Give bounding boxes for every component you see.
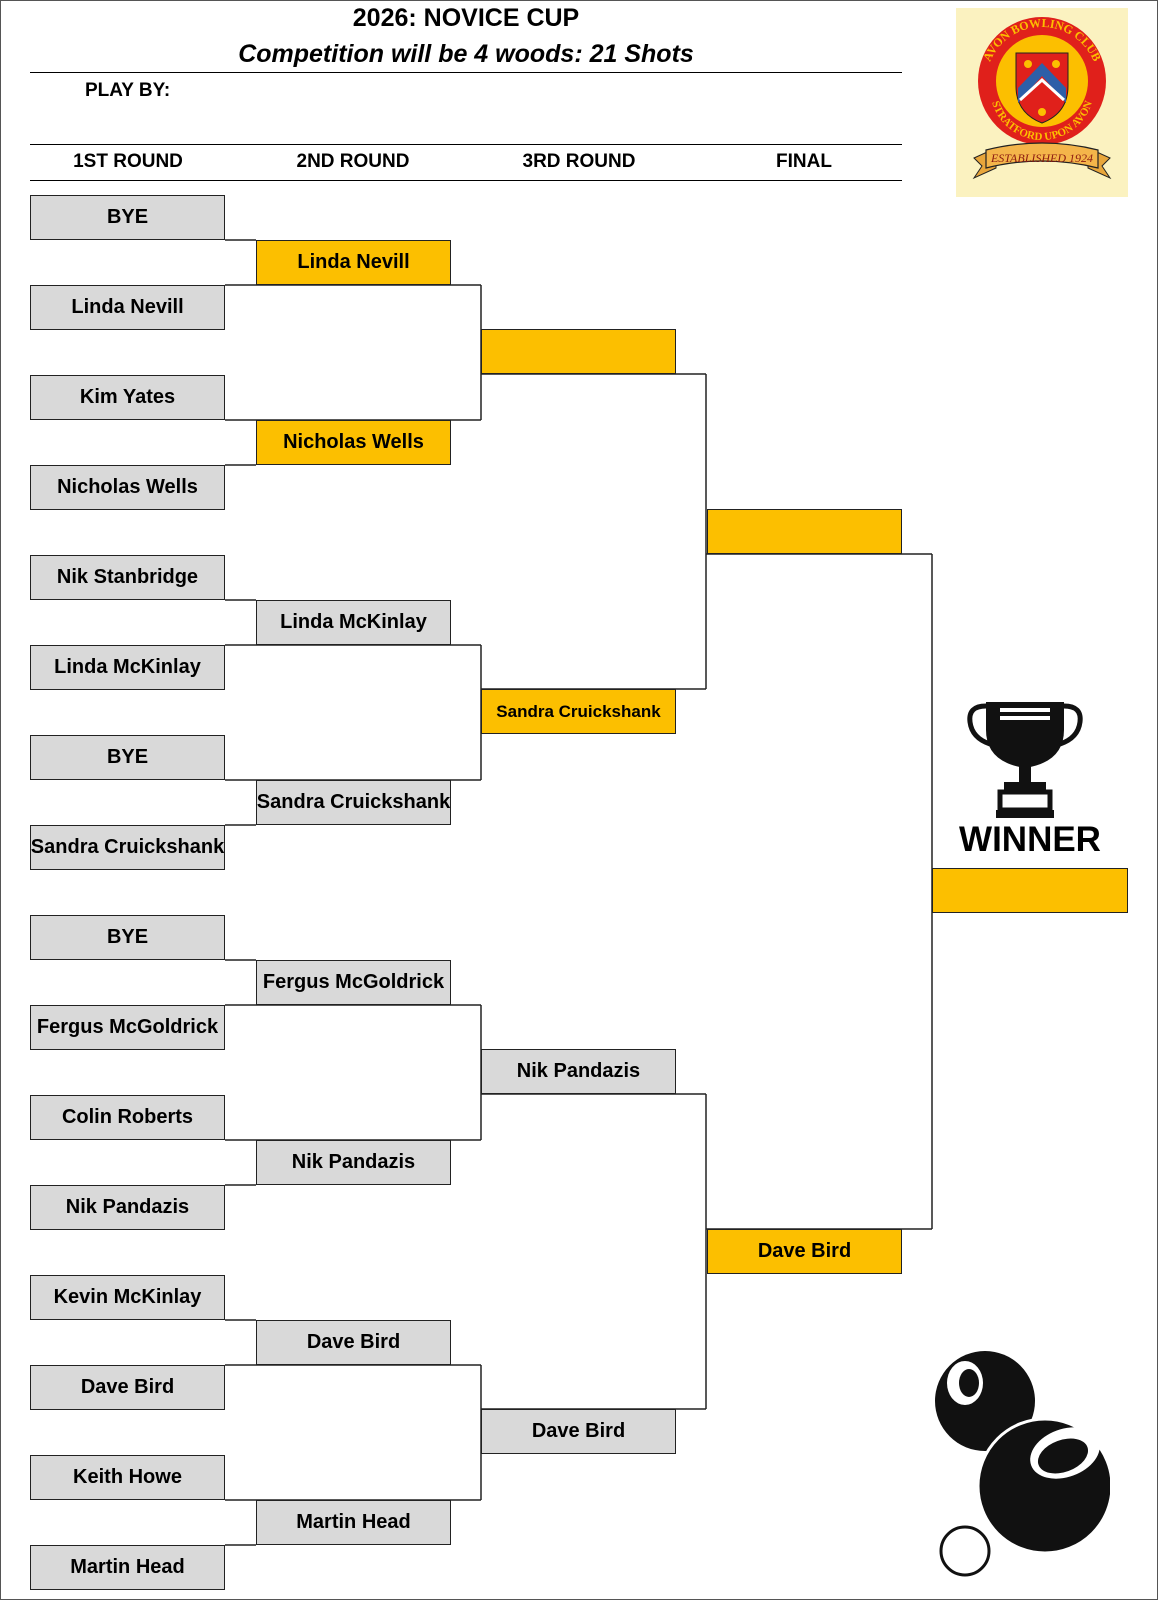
- round1-entry: Nik Stanbridge: [30, 555, 225, 600]
- final-entry: Dave Bird: [707, 1229, 902, 1274]
- round1-entry: Martin Head: [30, 1545, 225, 1590]
- round1-entry: Kim Yates: [30, 375, 225, 420]
- round1-entry: Linda McKinlay: [30, 645, 225, 690]
- round2-entry: Nicholas Wells: [256, 420, 451, 465]
- round1-entry: BYE: [30, 915, 225, 960]
- round1-entry: BYE: [30, 195, 225, 240]
- round-header-2: 2ND ROUND: [296, 151, 410, 172]
- round1-entry: Linda Nevill: [30, 285, 225, 330]
- round1-entry: Dave Bird: [30, 1365, 225, 1410]
- final-entry: [707, 509, 902, 554]
- play-by-label: PLAY BY:: [85, 80, 171, 101]
- round2-entry: Fergus McGoldrick: [256, 960, 451, 1005]
- divider: [30, 180, 902, 181]
- round-header-3: 3RD ROUND: [522, 151, 636, 172]
- round1-entry: Kevin McKinlay: [30, 1275, 225, 1320]
- round2-entry: Sandra Cruickshank: [256, 780, 451, 825]
- bowls-icon: [935, 1338, 1114, 1578]
- round2-entry: Dave Bird: [256, 1320, 451, 1365]
- round1-entry: Fergus McGoldrick: [30, 1005, 225, 1050]
- page-title: 2026: NOVICE CUP: [352, 4, 580, 32]
- round2-entry: Martin Head: [256, 1500, 451, 1545]
- round3-entry: Nik Pandazis: [481, 1049, 676, 1094]
- round1-entry: Nik Pandazis: [30, 1185, 225, 1230]
- round2-entry: Linda Nevill: [256, 240, 451, 285]
- round-header-final: FINAL: [776, 151, 832, 172]
- round-header-1: 1ST ROUND: [73, 151, 183, 172]
- winner-box: [932, 868, 1128, 913]
- round1-entry: BYE: [30, 735, 225, 780]
- round2-entry: Nik Pandazis: [256, 1140, 451, 1185]
- winner-label: WINNER: [959, 820, 1101, 859]
- club-crest-logo: AVON BOWLING CLUB STRATFORD UPON AVON ES…: [956, 8, 1128, 197]
- round1-entry: Sandra Cruickshank: [30, 825, 225, 870]
- round1-entry: Keith Howe: [30, 1455, 225, 1500]
- divider: [30, 72, 902, 73]
- round2-entry: Linda McKinlay: [256, 600, 451, 645]
- page-subtitle: Competition will be 4 woods: 21 Shots: [238, 40, 694, 68]
- round3-entry: Sandra Cruickshank: [481, 689, 676, 734]
- round3-entry: [481, 329, 676, 374]
- round1-entry: Colin Roberts: [30, 1095, 225, 1140]
- logo-ribbon-text: ESTABLISHED 1924: [990, 151, 1093, 165]
- round1-entry: Nicholas Wells: [30, 465, 225, 510]
- round3-entry: Dave Bird: [481, 1409, 676, 1454]
- divider: [30, 144, 902, 145]
- trophy-icon: [966, 700, 1084, 820]
